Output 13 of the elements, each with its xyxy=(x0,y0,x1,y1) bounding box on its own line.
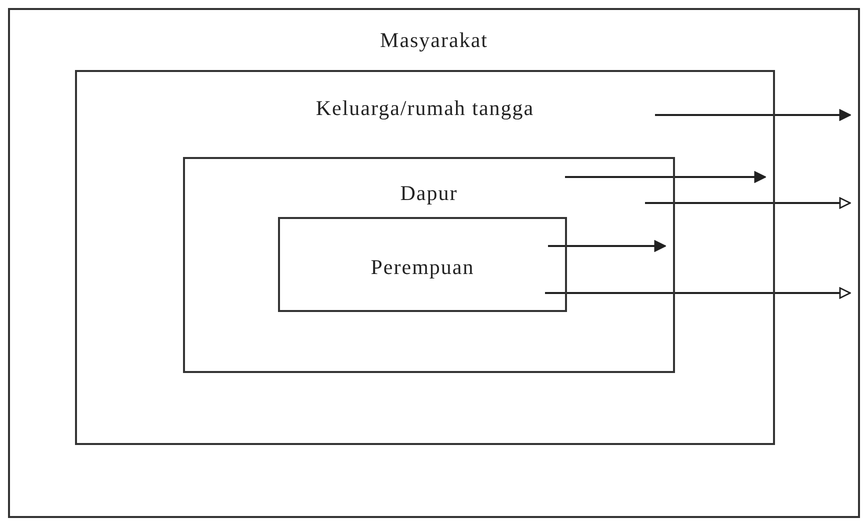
arrow xyxy=(565,171,766,183)
nested-box xyxy=(8,8,860,518)
arrow xyxy=(645,197,851,209)
nested-box xyxy=(75,70,775,445)
box-title: Keluarga/rumah tangga xyxy=(316,96,534,121)
nested-box xyxy=(278,217,567,312)
arrow xyxy=(655,109,851,121)
box-title: Dapur xyxy=(400,181,458,206)
arrow xyxy=(548,240,666,252)
box-title: Masyarakat xyxy=(380,28,488,53)
box-title: Perempuan xyxy=(370,255,474,280)
arrow xyxy=(545,287,851,299)
nested-box xyxy=(183,157,675,373)
